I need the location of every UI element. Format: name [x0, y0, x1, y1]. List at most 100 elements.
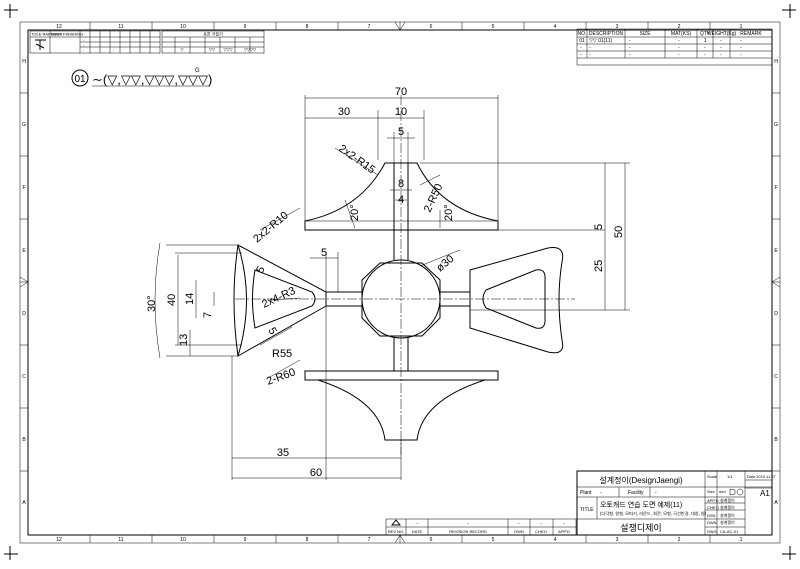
bottom-flange-outline — [317, 379, 486, 441]
dimension-2x2-r15: 2x2-R15 — [336, 143, 377, 177]
parts-cell: - — [678, 38, 680, 44]
zone-letter: G — [22, 122, 26, 128]
dimension-14: 14 — [184, 293, 196, 305]
parts-cell: - — [704, 45, 706, 51]
parts-cell: - — [740, 52, 742, 58]
finish-table: 표면 거칠기 ▽ ▽▽ ▽▽▽ ▽▽▽▽ — [161, 31, 265, 54]
title-label: TITLE — [580, 507, 594, 513]
zone-number: 4 — [554, 537, 557, 543]
dimension-40: 40 — [166, 294, 178, 306]
parts-header-weight: WEIGHT(Kg) — [707, 31, 737, 37]
zone-letter: A — [22, 500, 26, 506]
zone-letter: C — [22, 374, 26, 380]
revision-header: DWN — [514, 529, 524, 534]
dimension-25: 25 — [593, 260, 605, 272]
zone-letter: F — [22, 185, 25, 191]
left-wing-outline — [233, 244, 327, 357]
parts-cell: - — [740, 38, 742, 44]
part-geometry — [154, 95, 575, 455]
parts-cell: - — [720, 45, 722, 51]
dimension-20deg-right: 20° — [443, 204, 455, 221]
revision-triangle-icon — [390, 519, 402, 526]
drawing-title: 오토캐드 연습 도면 예제(11) — [600, 500, 682, 509]
dimension-2x4-r3: 2x4-R3 — [260, 285, 297, 311]
left-wing-slot — [252, 269, 316, 329]
zone-number: 7 — [368, 24, 371, 30]
parts-header-size: SIZE — [639, 31, 651, 37]
dimension-lines — [177, 95, 630, 480]
center-octagon — [361, 262, 441, 337]
zone-number: 6 — [430, 24, 433, 30]
zone-letter: D — [22, 311, 26, 317]
dwg-value: CA-AC-01 — [720, 529, 739, 534]
zone-number: 1 — [740, 24, 743, 30]
zone-number: 12 — [56, 24, 62, 30]
role-label: DSN — [707, 513, 716, 518]
zone-letter: G — [774, 122, 778, 128]
position-symbol-icon — [35, 39, 46, 50]
zone-letter: A — [774, 500, 778, 506]
revision-header: CHK'D — [535, 529, 547, 534]
parts-cell: 1 — [704, 38, 707, 44]
dimension-8: 8 — [398, 178, 404, 190]
unit-label: mm — [719, 489, 726, 494]
parts-cell: - — [589, 52, 591, 58]
tolerance-cell: - — [83, 47, 85, 52]
size-label: Size — [707, 489, 716, 494]
dimension-7: 7 — [202, 312, 214, 318]
dimension-60: 60 — [310, 467, 322, 479]
bottom-stem — [393, 338, 409, 371]
parts-cell: - — [720, 38, 722, 44]
dimension-20deg-left: 20° — [349, 204, 361, 221]
zone-number: 8 — [306, 24, 309, 30]
parts-cell: - — [740, 45, 742, 51]
projection-symbol-icon — [729, 488, 744, 496]
dimension-5-right: 5 — [593, 224, 605, 230]
dimension-r55: R55 — [272, 348, 292, 360]
dimension-30deg: 30° — [146, 295, 158, 312]
finish-cell: ▽▽▽▽ — [244, 47, 257, 52]
role-value: 설계쟁이 — [720, 519, 735, 525]
revision-header: REVISION RECORD — [449, 529, 487, 534]
parts-cell: - — [589, 45, 591, 51]
parts-header-remark: REMARK — [740, 31, 762, 37]
revision-cell: - — [563, 521, 565, 527]
revision-header: REV NO. — [388, 529, 404, 534]
revision-header: DATE — [412, 529, 423, 534]
parts-cell: - — [580, 45, 582, 51]
dimension-5-low: 5 — [265, 326, 278, 337]
parts-cell: - — [629, 45, 631, 51]
parts-list: NO. DESCRIPTION SIZE MAT(KS) QTY WEIGHT(… — [576, 28, 773, 66]
facility-label: Facility — [628, 490, 644, 496]
dwg-label: DWG — [707, 529, 717, 534]
role-label: APP'D — [707, 498, 719, 503]
surface-finish-symbol: ∼(▽,▽▽,▽▽▽,▽▽▽) — [92, 72, 212, 87]
parts-cell: - — [629, 38, 631, 44]
zone-number: 10 — [180, 24, 186, 30]
parts-cell: - — [629, 52, 631, 58]
role-value: 설계쟁이 — [720, 497, 735, 503]
role-value: 설계쟁이 — [720, 512, 735, 518]
tolerance-cell: - — [83, 42, 85, 47]
dimension-50: 50 — [613, 226, 625, 238]
revision-cell: - — [518, 521, 520, 527]
tolerance-cell: - — [83, 37, 85, 42]
tolerance-table: TOLE RAPPROX SURF FINISHING - - - - — [29, 30, 161, 54]
zone-letter: B — [22, 437, 26, 443]
zone-number: 9 — [244, 24, 247, 30]
finish-cell: ▽▽▽ — [223, 47, 233, 52]
role-value: 설계쟁이 — [720, 504, 735, 510]
zone-number: 11 — [118, 24, 123, 30]
zone-number: 5 — [492, 537, 495, 543]
company-name: 설계정이(DesignJaengi) — [599, 475, 683, 485]
finish-header: 표면 거칠기 — [203, 31, 223, 37]
title-block: 설계정이(DesignJaengi) Scale 1/1 Date 2019.1… — [576, 470, 776, 536]
title-footer: 설쟁디제이 — [620, 523, 661, 533]
finishing-header: SURF FINISHING — [51, 32, 83, 37]
revision-header: APP'D — [558, 529, 570, 534]
parts-cell: - — [580, 52, 582, 58]
dimension-5-left: 5 — [254, 264, 267, 275]
dimension-4: 4 — [398, 194, 404, 206]
surface-finish-superscript: G — [195, 68, 200, 74]
